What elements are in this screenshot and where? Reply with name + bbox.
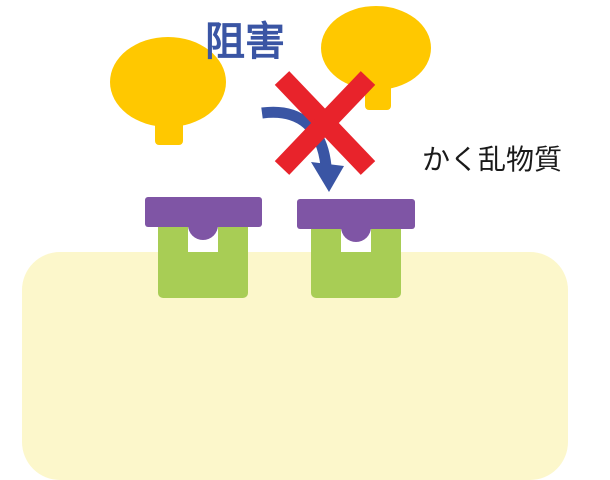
ligand-left	[110, 37, 226, 145]
cell-body	[22, 252, 568, 480]
receptor-right	[297, 199, 415, 298]
receptor-left-cap	[145, 197, 262, 227]
ligand-right	[321, 6, 431, 110]
block-cross	[274, 71, 376, 175]
receptor-right-cap	[297, 199, 415, 229]
receptor-right-knob	[341, 227, 371, 242]
binding-arrow	[261, 106, 344, 192]
receptor-left	[145, 197, 262, 298]
receptor-left-knob	[188, 225, 218, 240]
inhibition-label: 阻害	[205, 19, 285, 65]
disruptor-label: かく乱物質	[422, 143, 563, 176]
receptor-right-body	[311, 222, 401, 298]
receptor-left-body	[158, 222, 248, 298]
